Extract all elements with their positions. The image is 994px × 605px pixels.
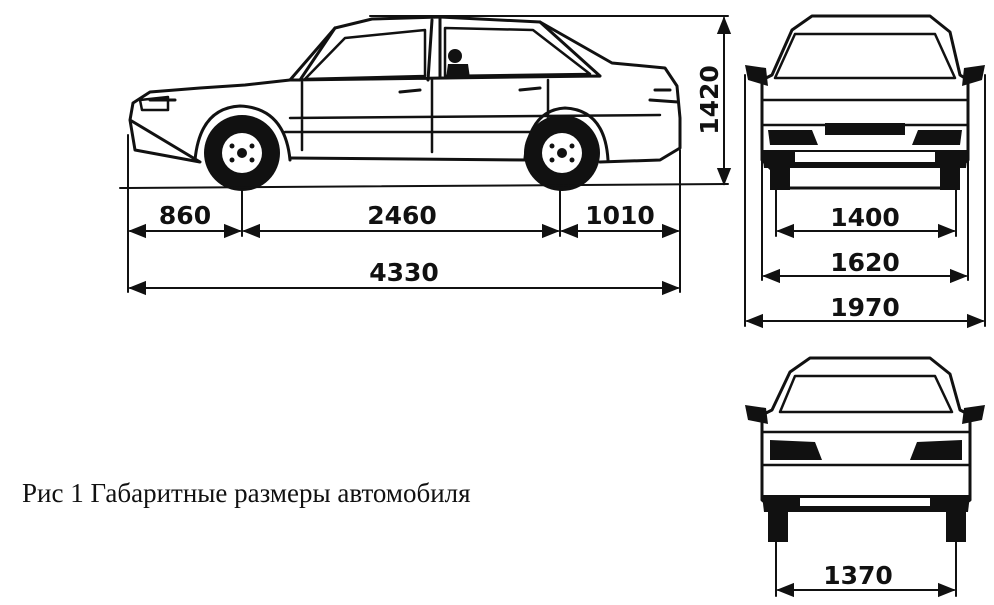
wheelbase-label: 2460: [367, 201, 437, 230]
front-overhang-label: 860: [159, 201, 211, 230]
side-dimension-lines: [119, 15, 732, 296]
rear-dimension-lines: [775, 541, 957, 598]
rear-overhang-label: 1010: [585, 201, 655, 230]
front-view-car: [745, 14, 985, 190]
rear-view-car: [745, 356, 985, 542]
figure-caption: Рис 1 Габаритные размеры автомобиля: [22, 478, 471, 508]
overall-length-label: 4330: [369, 258, 439, 287]
body-width-label: 1620: [830, 248, 900, 277]
height-label: 1420: [695, 65, 724, 135]
front-dimension-lines: [744, 74, 986, 329]
side-view-car: [128, 15, 682, 191]
overall-width-label: 1970: [830, 293, 900, 322]
front-track-label: 1400: [830, 203, 900, 232]
rear-track-label: 1370: [823, 561, 893, 590]
